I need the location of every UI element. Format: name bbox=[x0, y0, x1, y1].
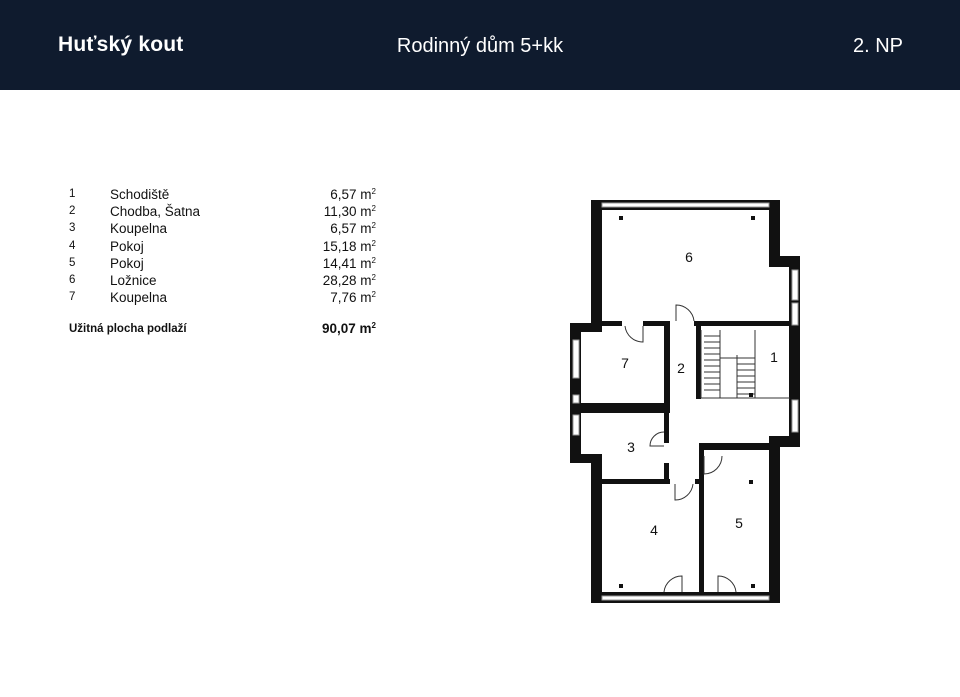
room-number: 6 bbox=[69, 273, 76, 286]
room-area: 14,41 m2 bbox=[322, 255, 376, 271]
wall bbox=[581, 403, 670, 413]
room-number: 4 bbox=[69, 239, 76, 252]
window bbox=[791, 399, 799, 433]
brand-logo-text: Huťský kout bbox=[58, 33, 184, 56]
marker bbox=[619, 584, 623, 588]
window bbox=[572, 414, 580, 436]
marker bbox=[749, 393, 753, 397]
room-name: Koupelna bbox=[110, 221, 168, 237]
marker bbox=[749, 480, 753, 484]
room-label-2: 2 bbox=[677, 360, 685, 376]
wall bbox=[591, 200, 602, 325]
door-swing bbox=[663, 575, 683, 593]
room-row: 6 Ložnice 28,28 m2 bbox=[69, 272, 379, 289]
room-name: Ložnice bbox=[110, 272, 157, 288]
wall bbox=[769, 436, 780, 603]
room-label-1: 1 bbox=[770, 349, 778, 365]
window bbox=[791, 269, 799, 301]
wall bbox=[699, 443, 779, 450]
room-label-4: 4 bbox=[650, 522, 658, 538]
wall bbox=[570, 454, 602, 463]
wall bbox=[699, 443, 704, 593]
marker bbox=[619, 216, 623, 220]
wall bbox=[664, 413, 669, 443]
window bbox=[601, 595, 770, 601]
floor-label: 2. NP bbox=[852, 35, 903, 57]
room-label-5: 5 bbox=[735, 515, 743, 531]
room-area: 11,30 m2 bbox=[323, 204, 376, 220]
wall bbox=[591, 481, 602, 603]
header-bar: Huťský kout Rodinný dům 5+kk 2. NP bbox=[0, 0, 960, 90]
wall bbox=[769, 200, 780, 266]
fixture-markers bbox=[619, 216, 755, 588]
room-area: 6,57 m2 bbox=[330, 187, 376, 202]
wall bbox=[643, 321, 670, 326]
door-swing bbox=[703, 455, 723, 475]
marker bbox=[751, 216, 755, 220]
door-swing bbox=[674, 483, 694, 501]
room-row: 2 Chodba, Šatna 11,30 m2 bbox=[69, 203, 379, 220]
wall bbox=[694, 321, 789, 326]
window bbox=[791, 302, 799, 326]
page-title: Rodinný dům 5+kk bbox=[396, 35, 564, 57]
room-number: 3 bbox=[69, 222, 76, 235]
room-name: Schodiště bbox=[110, 187, 170, 202]
total-area-label: Užitná plocha podlaží bbox=[69, 323, 187, 336]
room-area: 15,18 m2 bbox=[322, 238, 376, 254]
door-swing bbox=[649, 431, 665, 447]
room-number: 7 bbox=[69, 291, 76, 304]
total-area-row: Užitná plocha podlaží 90,07 m2 bbox=[69, 320, 379, 338]
room-name: Koupelna bbox=[110, 290, 168, 306]
wall bbox=[600, 479, 670, 484]
room-label-3: 3 bbox=[627, 439, 635, 455]
wall bbox=[769, 256, 800, 267]
window bbox=[572, 394, 580, 404]
room-number: 2 bbox=[69, 205, 76, 218]
windows bbox=[572, 202, 799, 601]
staircase bbox=[700, 330, 790, 399]
room-number: 5 bbox=[69, 256, 76, 269]
wall bbox=[591, 454, 602, 484]
room-area: 6,57 m2 bbox=[330, 221, 376, 237]
room-list: 1 Schodiště 6,57 m2 2 Chodba, Šatna 11,3… bbox=[69, 186, 379, 338]
window bbox=[572, 339, 580, 379]
marker bbox=[751, 584, 755, 588]
wall bbox=[664, 463, 669, 484]
room-row: 4 Pokoj 15,18 m2 bbox=[69, 238, 379, 255]
room-label-6: 6 bbox=[685, 249, 693, 265]
total-area-value: 90,07 m2 bbox=[322, 321, 376, 337]
wall bbox=[696, 321, 701, 399]
wall bbox=[602, 321, 622, 326]
room-row: 7 Koupelna 7,76 m2 bbox=[69, 289, 379, 306]
interior-walls bbox=[581, 321, 789, 593]
room-area: 7,76 m2 bbox=[330, 290, 376, 306]
room-row: 3 Koupelna 6,57 m2 bbox=[69, 220, 379, 237]
door-swing bbox=[675, 304, 695, 322]
wall bbox=[570, 323, 602, 332]
doors bbox=[624, 304, 737, 593]
room-name: Chodba, Šatna bbox=[110, 204, 201, 220]
wall bbox=[664, 321, 670, 407]
room-labels: 6 1 7 2 3 5 4 bbox=[621, 249, 778, 538]
room-row: 5 Pokoj 14,41 m2 bbox=[69, 255, 379, 272]
wall bbox=[789, 256, 800, 446]
door-swing bbox=[624, 325, 644, 343]
wall bbox=[769, 436, 800, 447]
window bbox=[601, 202, 770, 208]
room-number: 1 bbox=[69, 188, 76, 200]
room-area: 28,28 m2 bbox=[322, 272, 376, 288]
wall bbox=[570, 323, 581, 463]
door-swing bbox=[717, 575, 737, 593]
room-name: Pokoj bbox=[110, 238, 144, 254]
room-row: 1 Schodiště 6,57 m2 bbox=[69, 186, 379, 203]
room-name: Pokoj bbox=[110, 255, 144, 271]
room-label-7: 7 bbox=[621, 355, 629, 371]
